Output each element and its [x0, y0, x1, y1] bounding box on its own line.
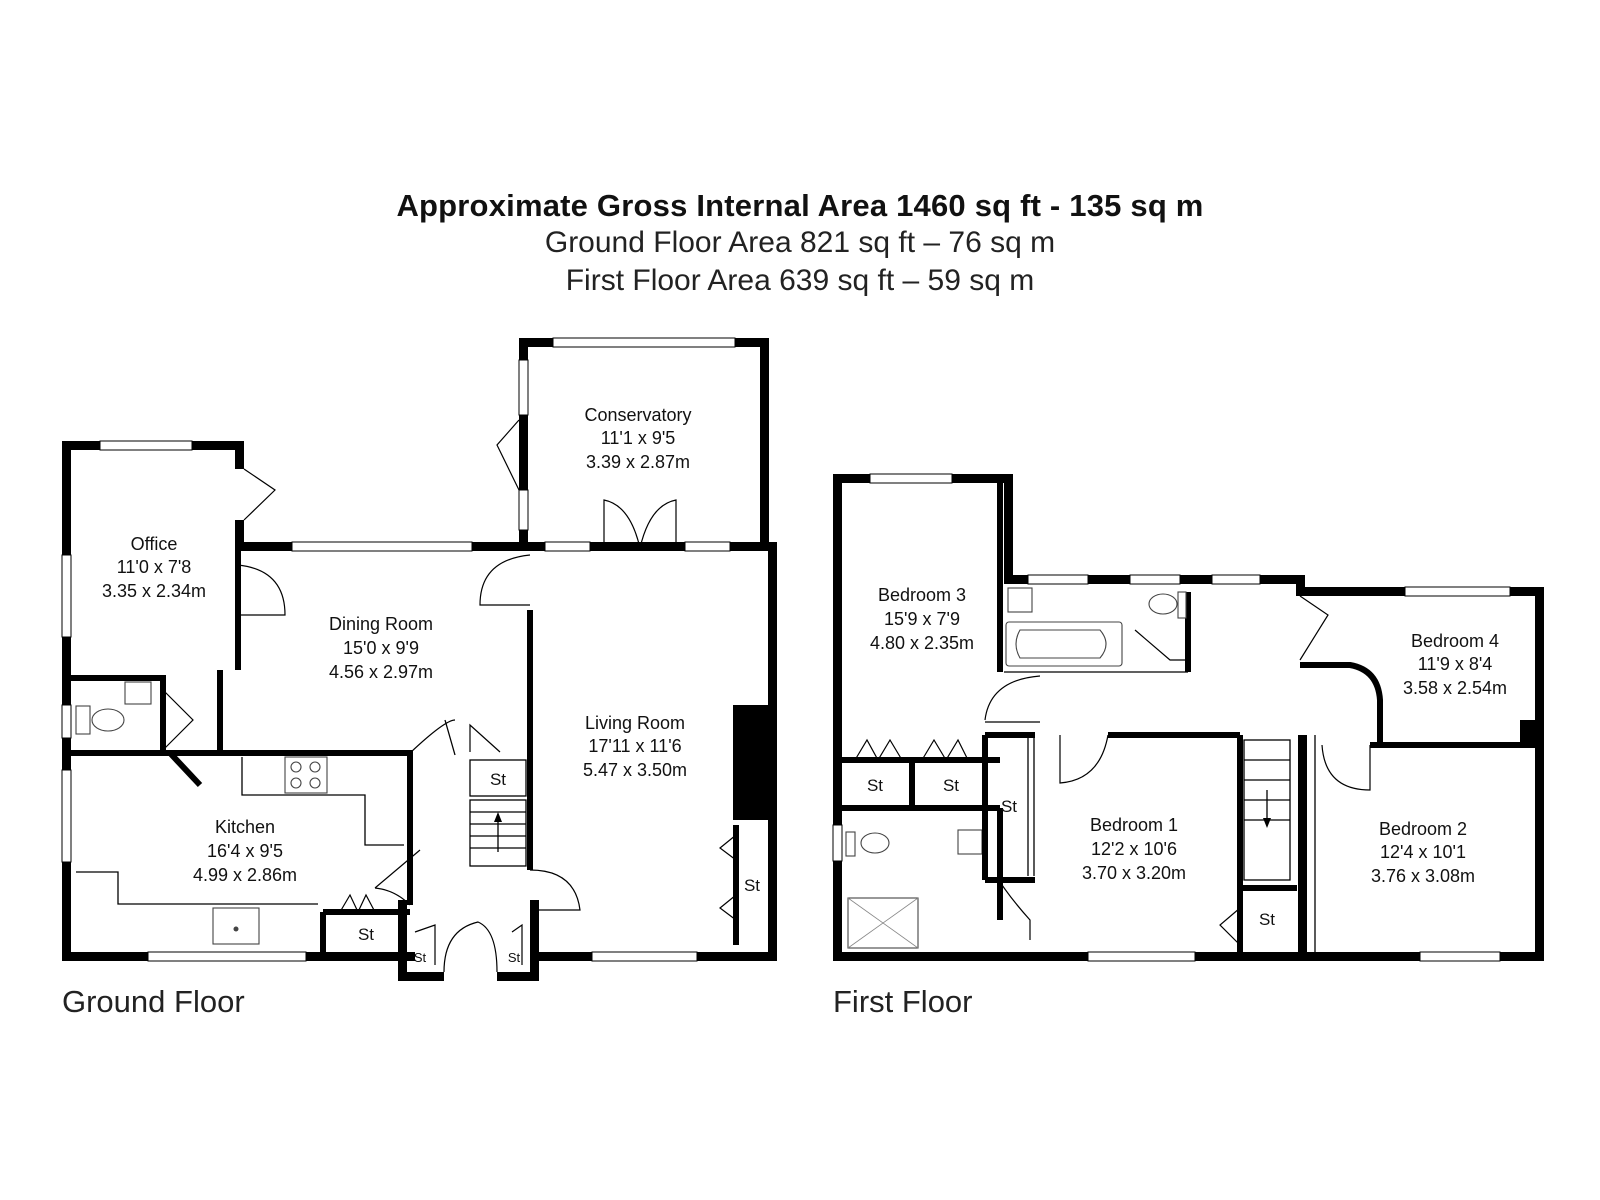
kitchen-counter-bottom [76, 871, 318, 905]
bedroom3-window [869, 473, 953, 484]
dining-name: Dining Room [329, 614, 433, 634]
bedroom4-window [1404, 586, 1511, 597]
storage-label: St [943, 776, 959, 795]
wc-toilet [91, 708, 125, 732]
living-window [591, 951, 698, 962]
storage-label: St [1001, 797, 1017, 816]
bedroom2-metric: 3.76 x 3.08m [1371, 866, 1475, 886]
understairs-store [469, 759, 527, 797]
bedroom2-name: Bedroom 2 [1379, 819, 1467, 839]
office-west-window [61, 554, 72, 638]
dining-imperial: 15'0 x 9'9 [343, 638, 419, 658]
bedroom1-door [1059, 734, 1109, 784]
ensuite-basin [957, 829, 983, 855]
storage-label: St [1259, 910, 1275, 929]
conservatory-east-wall [760, 338, 769, 548]
landing-window [1211, 574, 1261, 585]
office-metric: 3.35 x 2.34m [102, 581, 206, 601]
dining-window [291, 541, 473, 552]
ground-west-wall [62, 441, 71, 961]
office-external-door [243, 468, 276, 521]
ground-stairs [469, 799, 527, 867]
front-door [443, 921, 498, 973]
bathroom-window-1 [1027, 574, 1089, 585]
bedroom2-imperial: 12'4 x 10'1 [1380, 842, 1466, 862]
first-stairs [1243, 739, 1291, 881]
office-imperial: 11'0 x 7'8 [117, 557, 192, 577]
bathroom-window-2 [1129, 574, 1181, 585]
kitchen-metric: 4.99 x 2.86m [193, 865, 297, 885]
bathroom-basin [1007, 587, 1033, 613]
kitchen-counter-top [241, 757, 404, 846]
bedroom3-name: Bedroom 3 [878, 585, 966, 605]
first-east-wall [1535, 587, 1544, 961]
kitchen-sink [212, 907, 260, 945]
ground-floor-plan: Office 11'0 x 7'8 3.35 x 2.34m Conservat… [61, 337, 777, 981]
office-name: Office [131, 534, 178, 554]
bedroom2-window [1419, 951, 1501, 962]
bedroom4-door [1299, 595, 1329, 661]
first-west-wall [833, 474, 842, 961]
bedroom1-metric: 3.70 x 3.20m [1082, 863, 1186, 883]
bedroom1-name: Bedroom 1 [1090, 815, 1178, 835]
wc-window [61, 704, 72, 739]
storage-label: St [414, 950, 427, 965]
living-metric: 5.47 x 3.50m [583, 760, 687, 780]
first-floor-area: First Floor Area 639 sq ft – 59 sq m [565, 264, 1035, 297]
first-floor-plan: Bedroom 3 15'9 x 7'9 4.80 x 2.35m Bedroo… [832, 473, 1544, 962]
wc-basin [124, 681, 152, 705]
wc-door [162, 689, 194, 751]
kitchen-name: Kitchen [215, 817, 275, 837]
storage-label: St [358, 925, 374, 944]
chimney-breast [733, 705, 768, 820]
conservatory-metric: 3.39 x 2.87m [586, 452, 690, 472]
office-window [99, 440, 193, 451]
bedroom2-door [1321, 744, 1371, 791]
kitchen-imperial: 16'4 x 9'5 [207, 841, 283, 861]
ensuite-toilet [860, 832, 890, 854]
kitchen-west-window [61, 769, 72, 863]
bedroom3-imperial: 15'9 x 7'9 [884, 609, 960, 629]
dining-metric: 4.56 x 2.97m [329, 662, 433, 682]
bedroom1-imperial: 12'2 x 10'6 [1091, 839, 1177, 859]
conservatory-double-door [603, 499, 641, 549]
conservatory-name: Conservatory [584, 405, 691, 425]
bedroom4-metric: 3.58 x 2.54m [1403, 678, 1507, 698]
conservatory-window [552, 337, 736, 348]
conservatory-garden-door [496, 419, 520, 491]
ground-floor-label: Ground Floor [62, 984, 245, 1019]
office-east-wall-mid [235, 520, 244, 550]
storage-label: St [490, 770, 506, 789]
kitchen-store-door [339, 893, 376, 914]
storage-label: St [508, 950, 521, 965]
living-east-wall [768, 542, 777, 961]
living-imperial: 17'11 x 11'6 [588, 736, 681, 756]
bedroom2-west-wall [1298, 735, 1307, 960]
conservatory-west-wall [519, 338, 528, 548]
office-east-wall-top [235, 441, 244, 469]
bedroom3-metric: 4.80 x 2.35m [870, 633, 974, 653]
bedroom1-window [1087, 951, 1196, 962]
bedroom4-name: Bedroom 4 [1411, 631, 1499, 651]
bathroom-toilet [1148, 593, 1178, 615]
living-name: Living Room [585, 713, 685, 733]
total-area-title: Approximate Gross Internal Area 1460 sq … [396, 188, 1204, 223]
first-floor-label: First Floor [833, 984, 973, 1019]
kitchen-door [409, 719, 456, 754]
bedroom4-imperial: 11'9 x 8'4 [1418, 654, 1493, 674]
kitchen-window [147, 951, 307, 962]
office-internal-door [237, 564, 286, 616]
ensuite-window [832, 824, 843, 862]
wc-cistern [75, 705, 91, 735]
hob [284, 756, 328, 794]
storage-label: St [744, 876, 760, 895]
conservatory-imperial: 11'1 x 9'5 [601, 428, 676, 448]
ground-floor-area: Ground Floor Area 821 sq ft – 76 sq m [544, 226, 1056, 259]
storage-label: St [867, 776, 883, 795]
dining-living-door [479, 554, 531, 606]
